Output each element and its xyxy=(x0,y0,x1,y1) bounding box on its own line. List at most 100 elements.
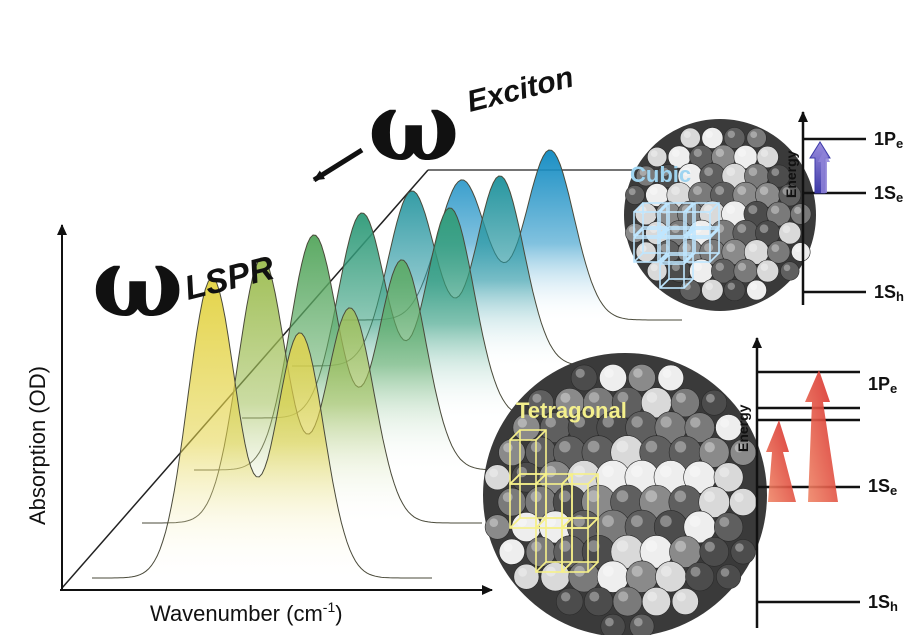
cubic-atom xyxy=(635,241,657,263)
tetragonal-atom-highlight xyxy=(616,490,629,503)
tetragonal-atom-highlight xyxy=(588,392,600,403)
tetragonal-atom-highlight xyxy=(675,540,687,552)
tetragonal-atom-highlight xyxy=(517,418,527,428)
cubic-atom-highlight xyxy=(759,224,769,233)
tetragonal-atom-highlight xyxy=(602,565,614,577)
tetragonal-atom-highlight xyxy=(518,567,527,577)
tetragonal-atom-highlight xyxy=(719,517,730,527)
tetragonal-atom xyxy=(685,562,715,592)
tetragonal-atom-highlight xyxy=(489,468,499,478)
cubic-energy-diagram: Energy 1Pe 1Se 1Sh xyxy=(783,111,904,305)
tetragonal-atom xyxy=(540,561,570,592)
tetragonal-atom xyxy=(583,586,614,617)
tetragonal-atom xyxy=(498,438,526,467)
cubic-atom-highlight xyxy=(794,206,802,214)
tetragonal-atom-highlight xyxy=(659,465,672,478)
cubic-level-label-1se: 1Se xyxy=(874,183,903,205)
tetragonal-atom-highlight xyxy=(720,568,730,577)
tetragonal-atom-highlight xyxy=(602,416,614,428)
tetragonal-atom-highlight xyxy=(735,543,744,552)
cubic-atom-highlight xyxy=(628,188,636,196)
tetragonal-atom xyxy=(670,388,700,418)
tetragonal-atom xyxy=(599,363,627,392)
tetragonal-atom xyxy=(628,363,656,392)
tetragonal-atom xyxy=(698,437,730,468)
tetra-level-label-1sh: 1Sh xyxy=(868,592,898,614)
tetragonal-atom xyxy=(713,512,744,542)
cubic-atom-highlight xyxy=(771,168,780,177)
x-axis-label: Wavenumber (cm-1) xyxy=(150,599,343,626)
tetra-level-label-1pe: 1Pe xyxy=(868,374,897,396)
cubic-atom-highlight xyxy=(715,186,725,195)
svg-text:ω: ω xyxy=(368,70,459,183)
cubic-atom-highlight xyxy=(726,243,736,253)
cubic-atom xyxy=(746,127,767,149)
tetragonal-atom-highlight xyxy=(560,392,571,403)
cubic-atom-highlight xyxy=(672,149,680,158)
cubic-atom-highlight xyxy=(726,205,736,214)
tetragonal-unit-cell xyxy=(535,517,573,573)
tetragonal-atom xyxy=(498,538,526,565)
tetragonal-atom-highlight xyxy=(660,565,672,577)
tetragonal-atom-highlight xyxy=(559,441,571,453)
spectrum-fill-1 xyxy=(92,278,432,578)
cubic-atom-highlight xyxy=(660,167,669,177)
tetragonal-atom xyxy=(684,412,715,443)
cubic-atom xyxy=(791,242,811,262)
cubic-atom-highlight xyxy=(726,167,736,177)
cubic-atom-highlight xyxy=(783,264,791,272)
cubic-atom-highlight xyxy=(682,167,691,176)
cubic-label: Cubic xyxy=(630,162,691,187)
cubic-atom-highlight xyxy=(748,167,758,176)
spectrum-curve-1 xyxy=(92,277,432,579)
cubic-atom-highlight xyxy=(782,187,791,196)
cubic-atom-highlight xyxy=(737,186,747,195)
cubic-unit-cell xyxy=(633,202,668,237)
cubic-unit-cells xyxy=(633,202,720,289)
tetragonal-atom xyxy=(497,487,527,517)
tetra-level-label-1se: 1Se xyxy=(868,476,897,498)
tetragonal-atom-highlight xyxy=(734,492,744,503)
cubic-unit-cell xyxy=(633,228,668,263)
tetragonal-atom xyxy=(729,488,758,517)
cubic-atom xyxy=(625,223,645,243)
cubic-atom-highlight xyxy=(771,244,780,253)
tetragonal-atom-highlight xyxy=(489,518,499,527)
tetragonal-atom xyxy=(671,587,699,615)
cubic-atom-highlight xyxy=(693,148,702,157)
tetragonal-atom-highlight xyxy=(719,467,730,478)
tetragonal-atom-highlight xyxy=(704,541,715,552)
tetragonal-atom-highlight xyxy=(633,368,643,378)
tetra-transition-arrow-1 xyxy=(766,420,796,502)
cubic-nanocrystal xyxy=(624,119,816,311)
tetragonal-atom xyxy=(484,514,511,540)
tetragonal-atom-highlight xyxy=(502,492,513,503)
tetragonal-atom xyxy=(716,564,742,590)
cubic-atom xyxy=(746,279,767,301)
cubic-atom xyxy=(701,279,724,302)
tetragonal-atom-highlight xyxy=(704,491,715,503)
cubic-atom xyxy=(635,165,657,187)
tetragonal-atom xyxy=(713,462,744,493)
cubic-atom xyxy=(790,203,812,225)
cubic-unit-cell xyxy=(685,202,720,237)
tetragonal-atom-highlight xyxy=(573,465,585,478)
tetragonal-atom-highlight xyxy=(631,416,643,428)
cubic-atom-highlight xyxy=(759,186,769,195)
cubic-atom xyxy=(780,261,800,281)
tetragonal-atom-highlight xyxy=(587,440,600,453)
cubic-atom xyxy=(679,279,701,301)
cubic-level-label-1pe: 1Pe xyxy=(874,129,903,151)
tetragonal-atom xyxy=(484,464,511,491)
tetragonal-energy-diagram: Energy 1Pe 1Se 1Sh xyxy=(735,337,898,628)
cubic-atom-highlight xyxy=(737,148,747,157)
tetragonal-atom-highlight xyxy=(660,416,672,428)
tetragonal-atom xyxy=(570,364,598,392)
cubic-atom-highlight xyxy=(639,169,647,176)
tetragonal-atom-highlight xyxy=(617,391,629,403)
omega-lspr-label: ω LSPR xyxy=(92,226,278,339)
shift-arrow xyxy=(312,147,364,183)
cubic-atom xyxy=(679,127,701,149)
tetragonal-atom-highlight xyxy=(616,540,629,552)
